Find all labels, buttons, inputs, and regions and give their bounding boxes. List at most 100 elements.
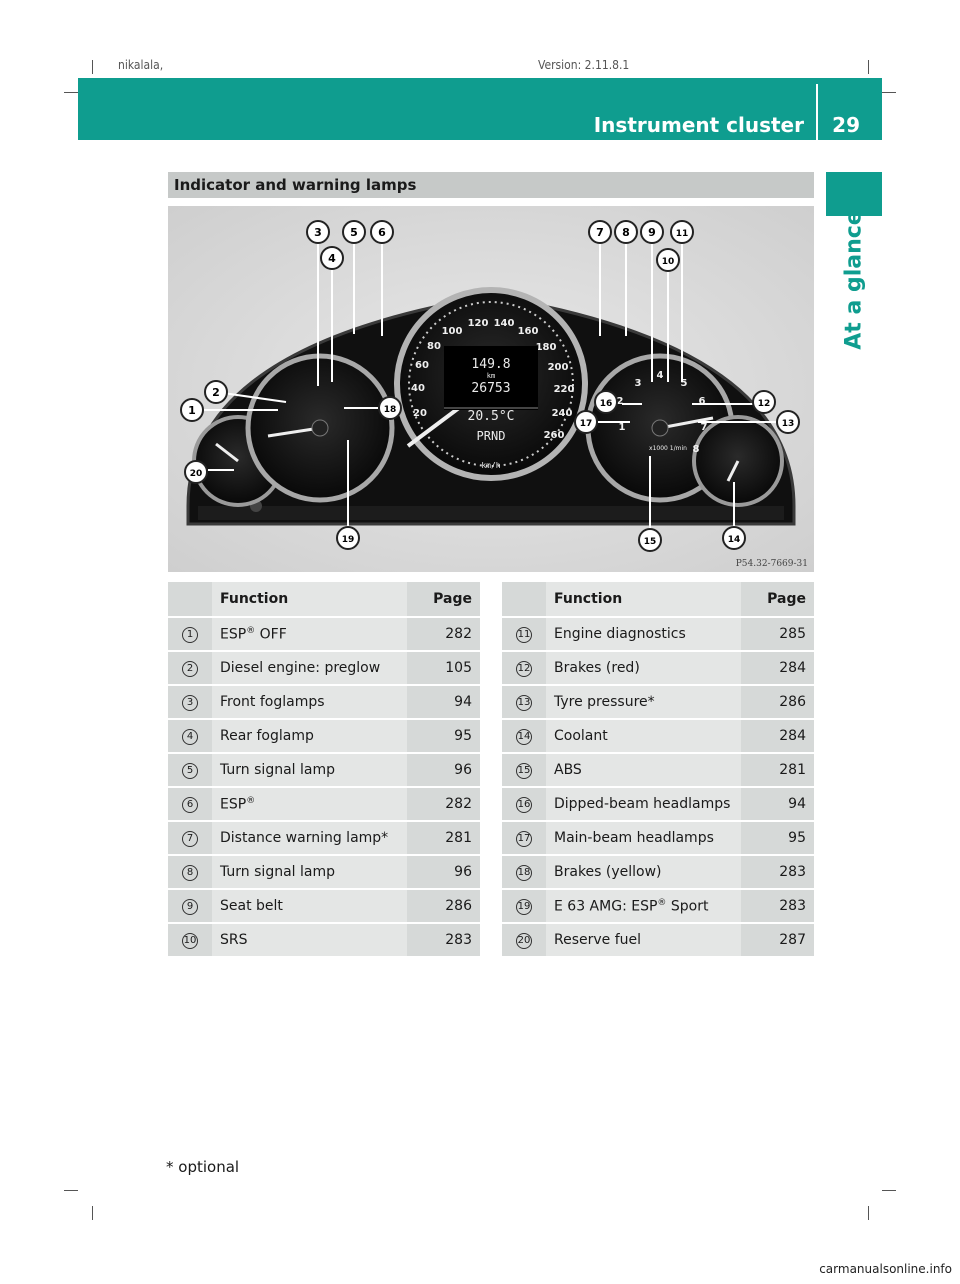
callout-15: 15 — [638, 528, 662, 552]
row-page: 282 — [407, 786, 480, 821]
speedo-tick-label: 220 — [554, 384, 575, 395]
callout-6: 6 — [370, 220, 394, 244]
row-page: 286 — [407, 888, 480, 923]
header-bar: Instrument cluster 29 — [78, 78, 882, 140]
table-header-row: Function Page — [168, 582, 480, 617]
svg-text:6: 6 — [378, 226, 386, 239]
svg-text:17: 17 — [580, 419, 593, 429]
speedo-tick-ring — [408, 301, 574, 467]
footnote: * optional — [166, 1158, 240, 1176]
header-page: Page — [741, 582, 814, 617]
crop-mark — [868, 1206, 869, 1220]
page-number: 29 — [832, 113, 860, 137]
svg-text:3: 3 — [314, 226, 322, 239]
row-number: 9 — [182, 899, 198, 915]
row-function: Distance warning lamp* — [212, 820, 407, 855]
registered-mark: ® — [246, 625, 256, 636]
row-function: SRS — [212, 922, 407, 956]
svg-text:2: 2 — [212, 386, 220, 399]
row-function: Rear foglamp — [212, 718, 407, 753]
row-number: 1 — [182, 627, 198, 643]
table-header-row: Function Page — [502, 582, 814, 617]
callout-18: 18 — [378, 396, 402, 420]
speedo-tick-label: 40 — [411, 383, 425, 394]
callout-11: 11 — [670, 220, 694, 244]
row-number: 20 — [516, 933, 532, 949]
crop-mark — [64, 1190, 78, 1191]
row-page: 287 — [741, 922, 814, 956]
row-function: Tyre pressure* — [546, 684, 741, 719]
crop-mark — [882, 92, 896, 93]
left-needle — [267, 426, 321, 438]
row-page: 94 — [407, 684, 480, 719]
callout-9: 9 — [640, 220, 664, 244]
tacho-needle — [659, 416, 714, 430]
speedo-tick-label: 260 — [544, 430, 565, 441]
row-page: 283 — [741, 854, 814, 889]
gear-readout: PRND — [477, 429, 506, 443]
tacho-tick-label: 4 — [657, 370, 664, 381]
row-number: 12 — [516, 661, 532, 677]
row-function: Turn signal lamp — [212, 854, 407, 889]
callout-1: 1 — [180, 398, 204, 422]
row-number: 2 — [182, 661, 198, 677]
registered-mark: ® — [246, 795, 256, 806]
registered-mark: ® — [657, 897, 667, 908]
row-page: 96 — [407, 854, 480, 889]
tacho-tick-label: 1 — [619, 422, 626, 433]
row-function: Reserve fuel — [546, 922, 741, 956]
coolant-needle — [726, 460, 740, 482]
svg-text:16: 16 — [600, 399, 613, 409]
crop-mark — [882, 1190, 896, 1191]
hub — [311, 419, 329, 437]
speed-readout: 149.8 — [471, 357, 510, 372]
svg-text:7: 7 — [596, 226, 604, 239]
fuel-needle — [215, 442, 239, 463]
row-function: Seat belt — [212, 888, 407, 923]
row-number: 5 — [182, 763, 198, 779]
row-page: 95 — [741, 820, 814, 855]
row-page: 281 — [407, 820, 480, 855]
speedo-tick-label: 120 — [468, 318, 489, 329]
tacho-tick-label: 5 — [681, 378, 688, 389]
hub — [651, 419, 669, 437]
callout-2: 2 — [204, 380, 228, 404]
svg-text:14: 14 — [728, 535, 741, 545]
unit-small: km — [487, 372, 495, 380]
row-function: Diesel engine: preglow — [212, 650, 407, 685]
row-function: Brakes (red) — [546, 650, 741, 685]
odometer-readout: 26753 — [471, 381, 510, 396]
row-function: ESP — [220, 626, 247, 643]
svg-text:15: 15 — [644, 537, 657, 547]
crop-mark — [92, 1206, 93, 1220]
tacho-tick-label: 8 — [693, 444, 700, 455]
svg-text:10: 10 — [662, 257, 675, 267]
crop-mark — [64, 92, 78, 93]
svg-text:12: 12 — [758, 399, 771, 409]
speedo-tick-label: 80 — [427, 341, 441, 352]
callout-8: 8 — [614, 220, 638, 244]
svg-text:19: 19 — [342, 535, 355, 545]
callout-7: 7 — [588, 220, 612, 244]
callout-4: 4 — [320, 246, 344, 270]
row-page: 283 — [741, 888, 814, 923]
svg-text:13: 13 — [782, 419, 795, 429]
svg-text:18: 18 — [384, 405, 397, 415]
row-function: Coolant — [546, 718, 741, 753]
header-num — [168, 582, 212, 617]
svg-text:4: 4 — [328, 252, 336, 265]
